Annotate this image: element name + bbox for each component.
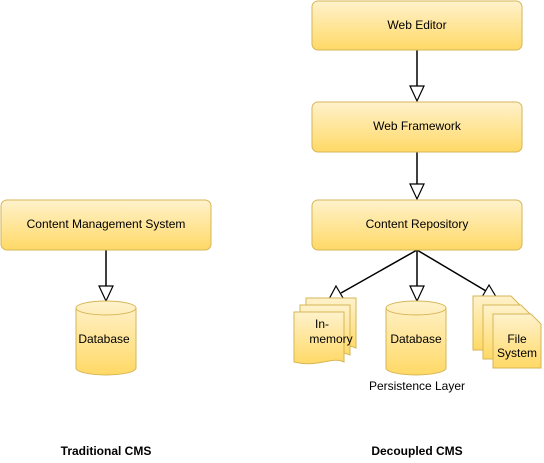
in-memory-documents: In- memory bbox=[293, 297, 357, 365]
in-memory-label-line2: memory bbox=[309, 332, 352, 346]
edge-repository-to-file-system bbox=[416, 249, 500, 301]
traditional-cms-caption: Traditional CMS bbox=[61, 444, 152, 458]
edge-web-framework-to-content-repository bbox=[409, 152, 425, 201]
edge-cms-to-database bbox=[98, 250, 114, 303]
web-editor-label: Web Editor bbox=[387, 18, 446, 32]
web-editor-node: Web Editor bbox=[311, 0, 523, 51]
web-framework-node: Web Framework bbox=[311, 101, 523, 153]
file-system-label-line2: System bbox=[497, 346, 537, 360]
cms-label: Content Management System bbox=[27, 217, 186, 231]
traditional-database-cylinder: Database bbox=[75, 300, 137, 376]
content-repository-label: Content Repository bbox=[366, 217, 469, 231]
file-system-label-line1: File bbox=[507, 332, 527, 346]
traditional-database-label: Database bbox=[78, 332, 130, 346]
decoupled-database-cylinder: Database bbox=[385, 300, 447, 376]
edge-repository-to-in-memory bbox=[326, 249, 418, 302]
decoupled-database-label: Database bbox=[390, 332, 442, 346]
persistence-layer-label: Persistence Layer bbox=[369, 379, 465, 393]
file-system-files: File System bbox=[472, 295, 542, 369]
in-memory-label-line1: In- bbox=[315, 317, 329, 331]
decoupled-cms-caption: Decoupled CMS bbox=[371, 444, 462, 458]
edge-web-editor-to-web-framework bbox=[409, 50, 425, 103]
cms-node: Content Management System bbox=[0, 199, 212, 251]
content-repository-node: Content Repository bbox=[311, 199, 523, 251]
edge-repository-to-database bbox=[409, 250, 425, 303]
web-framework-label: Web Framework bbox=[373, 119, 462, 133]
